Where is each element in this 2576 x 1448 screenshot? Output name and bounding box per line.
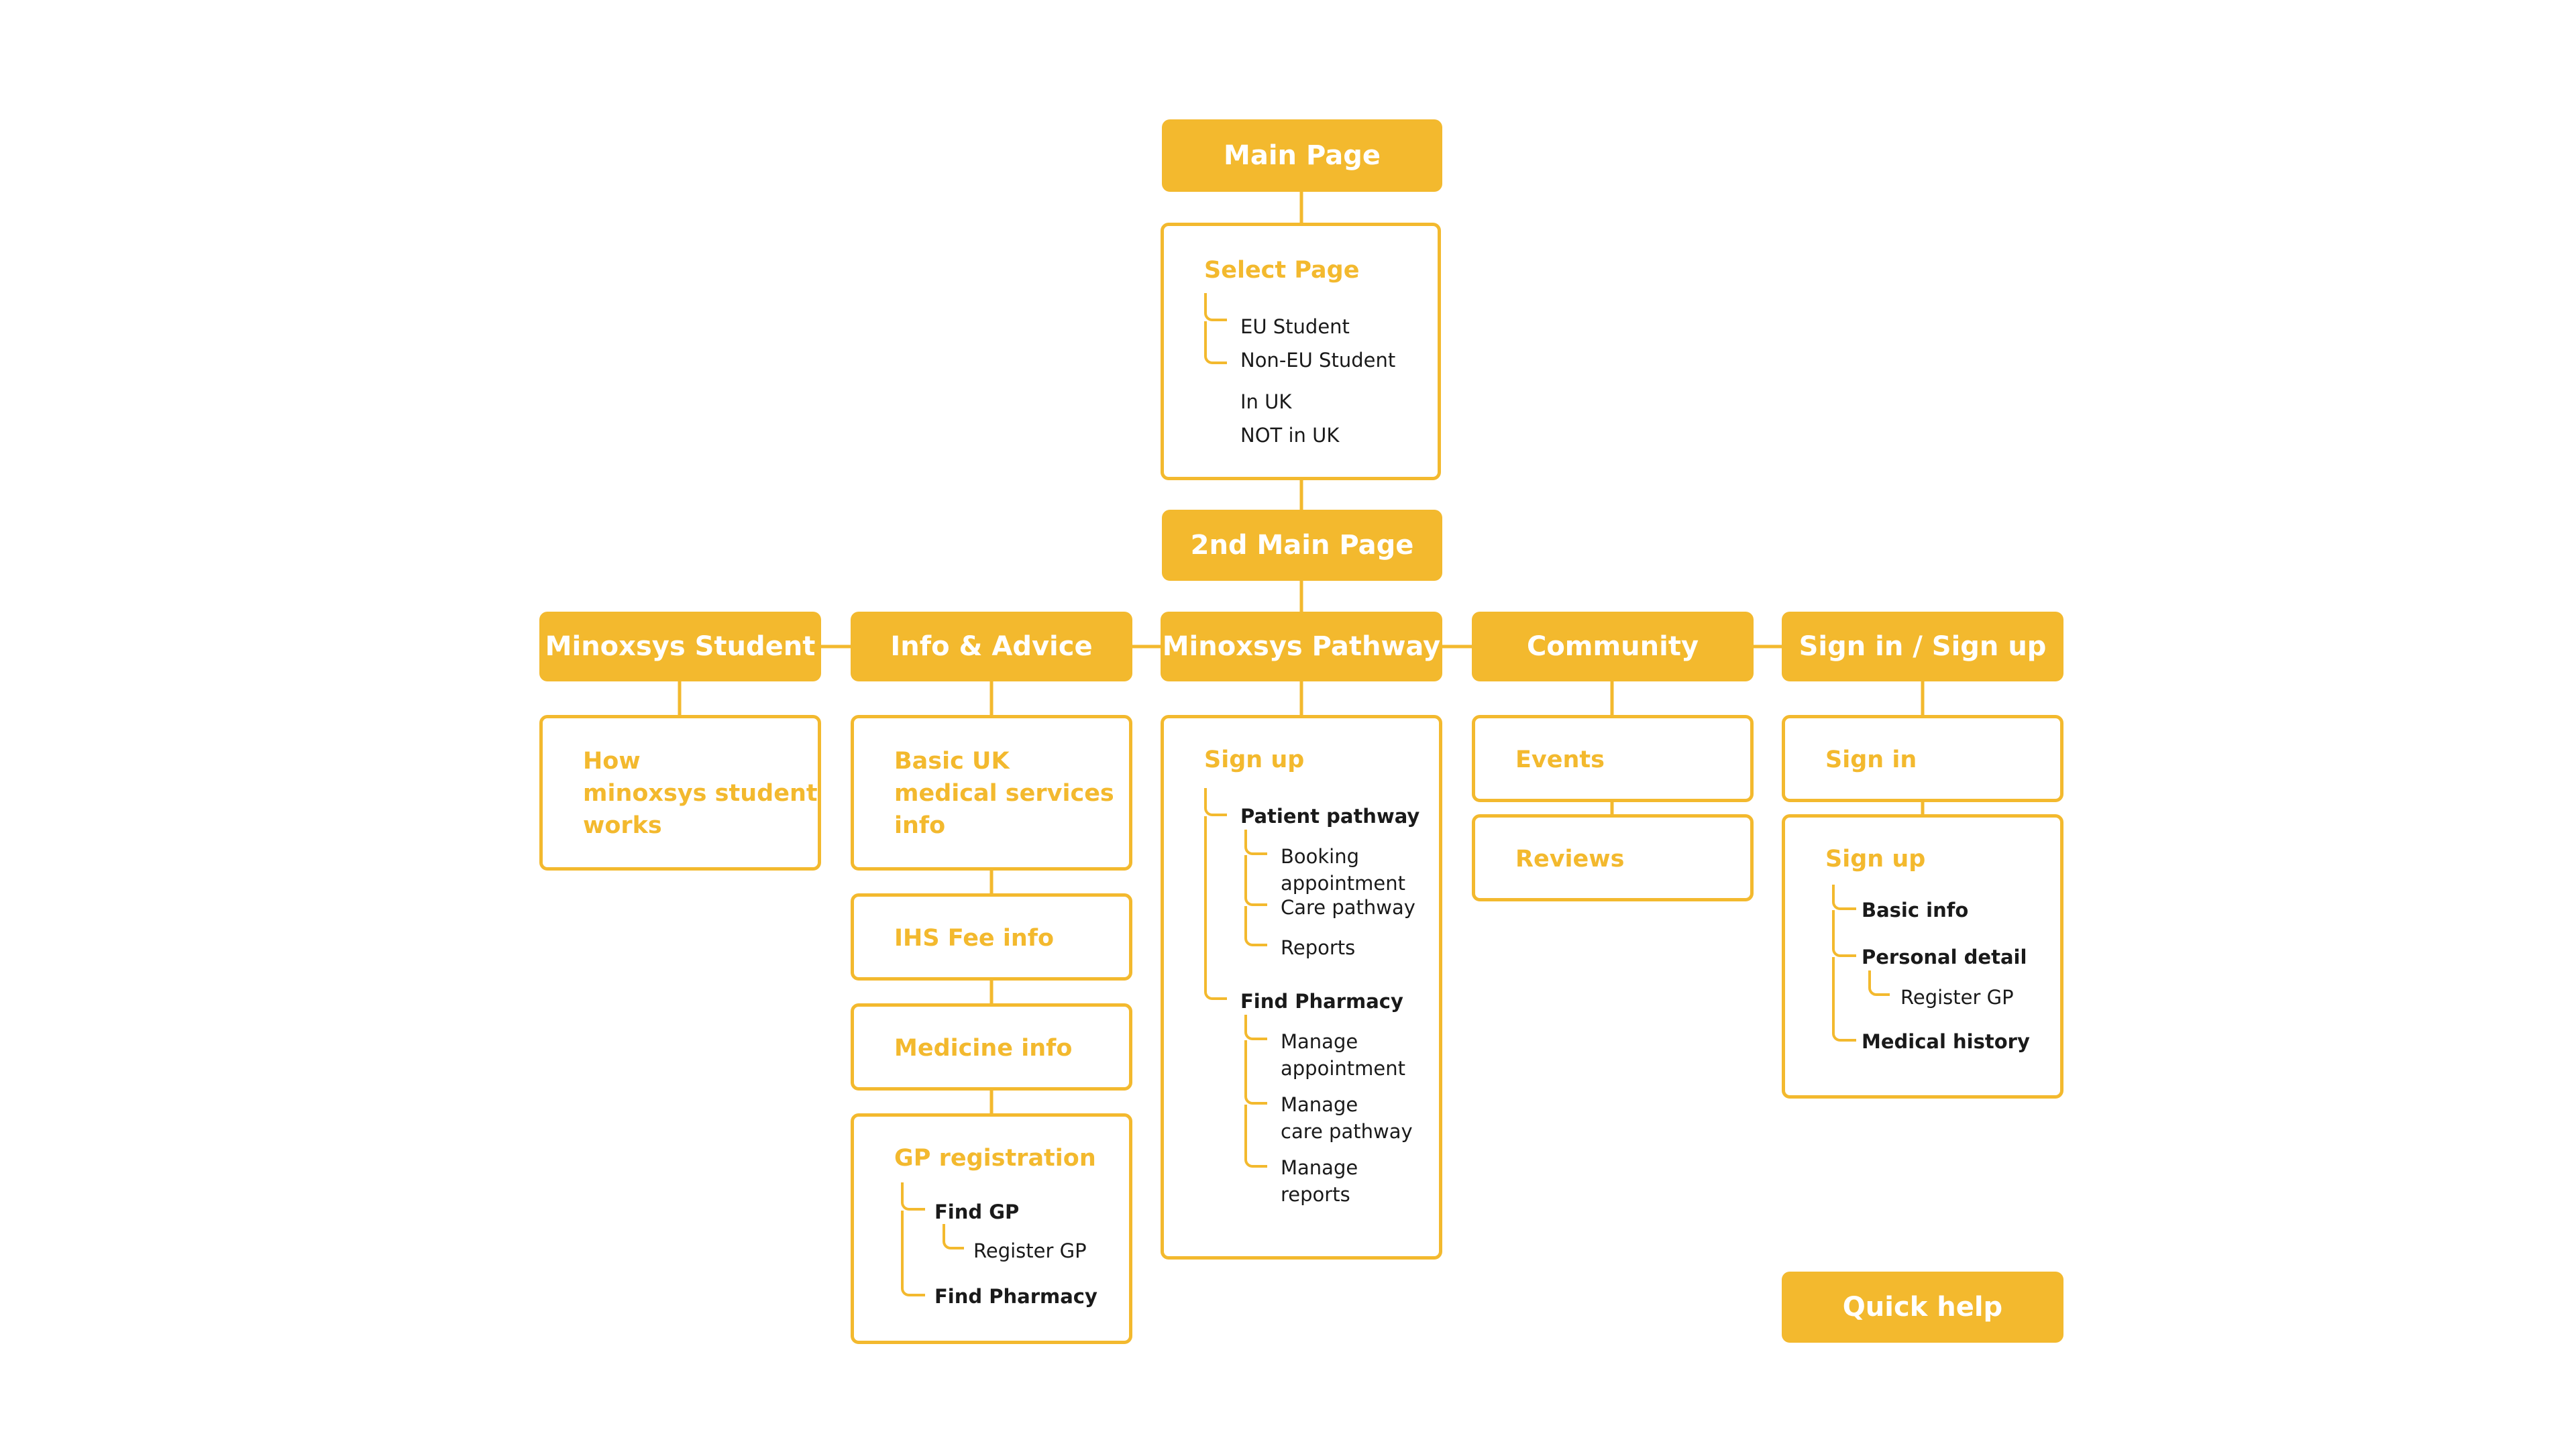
signup-register-gp: Register GP <box>1900 986 2014 1009</box>
section-community[interactable]: Community <box>1472 612 1754 681</box>
signup-bracket-2 <box>1832 910 1856 957</box>
events-node[interactable]: Events <box>1472 715 1754 802</box>
pathway-reports: Reports <box>1281 936 1356 959</box>
signup-medical-history: Medical history <box>1862 1030 2030 1053</box>
section-info-advice[interactable]: Info & Advice <box>851 612 1132 681</box>
ihs-fee-label: IHS Fee info <box>894 925 1055 952</box>
pathway-bracket-pp-3 <box>1244 906 1267 946</box>
pathway-manage-reports: Manage reports <box>1281 1156 1358 1206</box>
gp-find-gp: Find GP <box>934 1201 1020 1223</box>
pathway-bracket-pp-2 <box>1244 855 1267 906</box>
quick-help-button[interactable]: Quick help <box>1782 1272 2063 1343</box>
signup-bracket-1 <box>1832 885 1856 910</box>
sign-up-title: Sign up <box>1825 846 1926 873</box>
reviews-label: Reviews <box>1515 846 1625 873</box>
how-it-works-node[interactable]: How minoxsys student works <box>539 715 821 871</box>
medicine-info-node[interactable]: Medicine info <box>851 1003 1132 1091</box>
select-page-title: Select Page <box>1204 257 1360 284</box>
signup-basic-info: Basic info <box>1862 899 1969 922</box>
events-label: Events <box>1515 746 1605 773</box>
select-bracket-2 <box>1204 321 1227 364</box>
signup-bracket-4 <box>1832 957 1856 1042</box>
select-item-not-in-uk: NOT in UK <box>1240 424 1340 447</box>
select-page-node[interactable]: Select Page EU Student Non-EU Student In… <box>1161 223 1441 480</box>
signup-personal-detail: Personal detail <box>1862 946 2027 968</box>
main-page-node[interactable]: Main Page <box>1162 119 1442 192</box>
pathway-bracket-1 <box>1204 788 1227 816</box>
sign-in-node[interactable]: Sign in <box>1782 715 2063 802</box>
section-minoxsys-student[interactable]: Minoxsys Student <box>539 612 821 681</box>
pathway-patient-pathway: Patient pathway <box>1240 805 1420 828</box>
pathway-manage-care-pathway: Manage care pathway <box>1281 1093 1413 1143</box>
basic-uk-info-label: Basic UK medical services info <box>894 748 1114 839</box>
section-sign-in-sign-up[interactable]: Sign in / Sign up <box>1782 612 2063 681</box>
pathway-sign-up-title: Sign up <box>1204 746 1305 773</box>
pathway-bracket-fp-3 <box>1244 1105 1267 1168</box>
reviews-node[interactable]: Reviews <box>1472 814 1754 901</box>
ihs-fee-node[interactable]: IHS Fee info <box>851 893 1132 981</box>
gp-find-pharmacy: Find Pharmacy <box>934 1285 1097 1308</box>
second-main-page-node[interactable]: 2nd Main Page <box>1162 510 1442 581</box>
gp-registration-node[interactable]: GP registration Find GP Register GP Find… <box>851 1113 1132 1344</box>
select-bracket-1 <box>1204 293 1227 321</box>
pathway-manage-appointment: Manage appointment <box>1281 1030 1405 1080</box>
how-it-works-label: How minoxsys student works <box>583 748 818 839</box>
pathway-bracket-2 <box>1204 816 1227 1000</box>
pathway-bracket-fp-2 <box>1244 1040 1267 1105</box>
gp-bracket-2 <box>943 1224 964 1249</box>
select-item-non-eu: Non-EU Student <box>1240 349 1396 372</box>
select-item-eu: EU Student <box>1240 315 1350 338</box>
sign-up-node[interactable]: Sign up Basic info Personal detail Regis… <box>1782 814 2063 1099</box>
gp-registration-title: GP registration <box>894 1145 1096 1172</box>
pathway-bracket-fp-1 <box>1244 1015 1267 1040</box>
medicine-info-label: Medicine info <box>894 1035 1073 1062</box>
gp-bracket-1 <box>901 1182 925 1211</box>
section-minoxsys-pathway[interactable]: Minoxsys Pathway <box>1161 612 1442 681</box>
pathway-care-pathway: Care pathway <box>1281 896 1415 919</box>
pathway-sign-up-node[interactable]: Sign up Patient pathway Booking appointm… <box>1161 715 1442 1260</box>
signup-bracket-3 <box>1868 970 1890 996</box>
select-item-in-uk: In UK <box>1240 390 1292 413</box>
pathway-booking-appointment: Booking appointment <box>1281 845 1405 895</box>
basic-uk-info-node[interactable]: Basic UK medical services info <box>851 715 1132 871</box>
gp-register-gp: Register GP <box>973 1239 1087 1262</box>
pathway-find-pharmacy: Find Pharmacy <box>1240 990 1403 1013</box>
gp-bracket-3 <box>901 1211 925 1296</box>
sign-in-label: Sign in <box>1825 746 1917 773</box>
pathway-bracket-pp-1 <box>1244 830 1267 855</box>
